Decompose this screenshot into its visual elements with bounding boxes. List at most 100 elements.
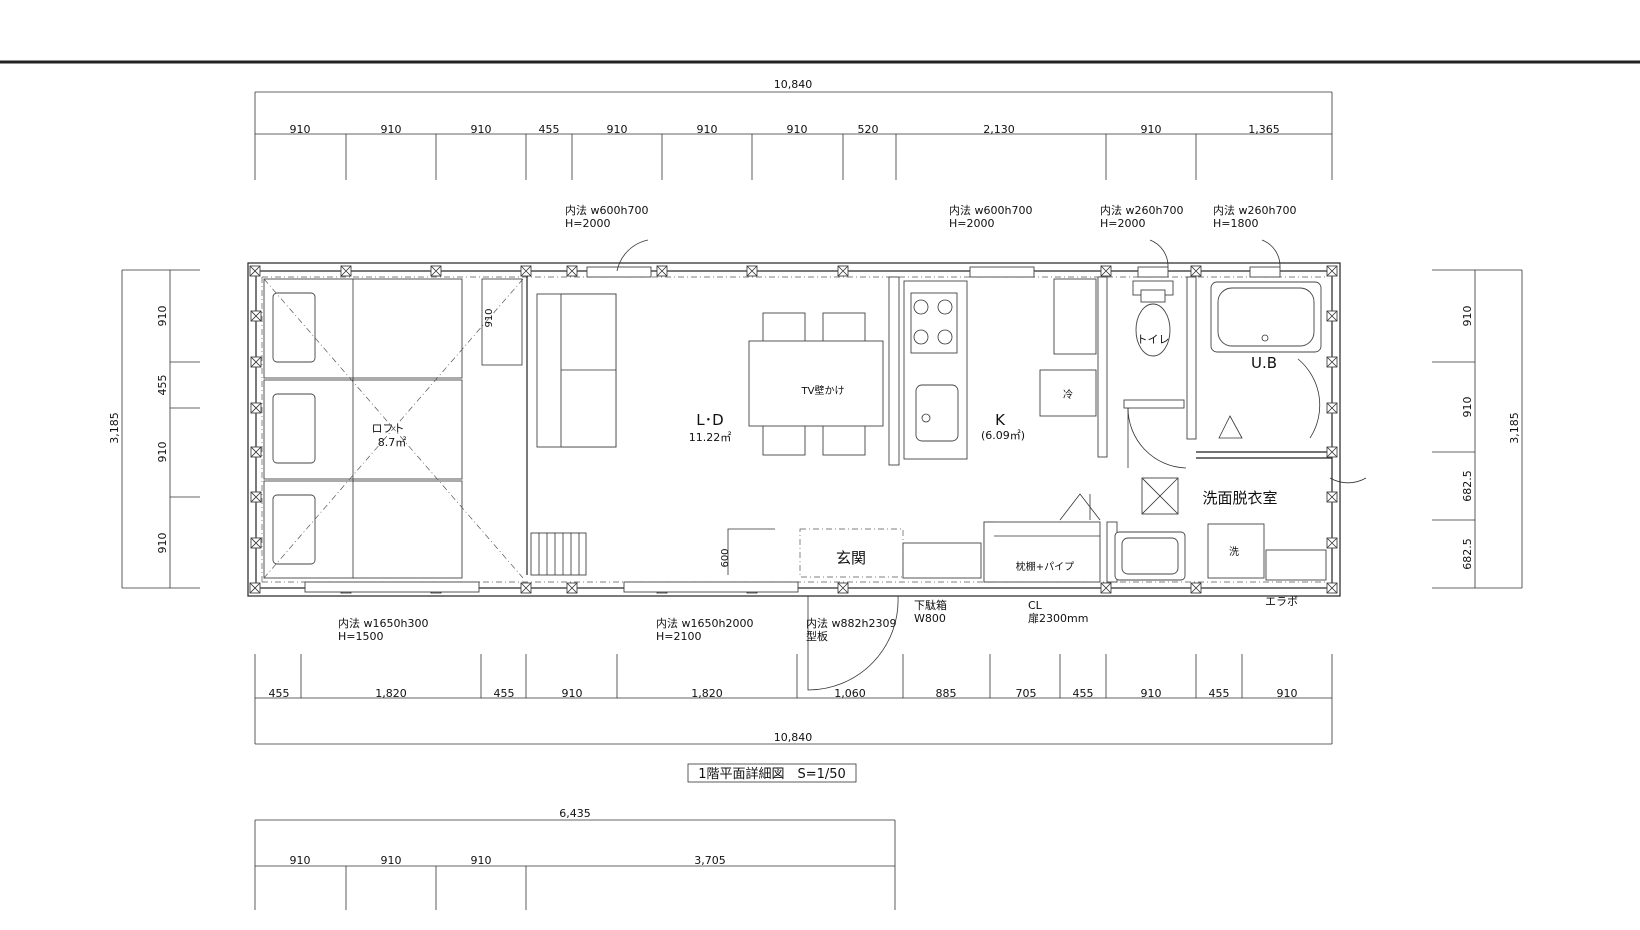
wall-post-cross bbox=[1326, 582, 1338, 594]
bottom-dim-6: 1,060 bbox=[834, 687, 866, 700]
top-dim-3: 910 bbox=[471, 123, 492, 136]
window-note-5b: H=1500 bbox=[338, 630, 383, 643]
wall-post-cross bbox=[837, 265, 849, 277]
washroom: 洗面脱衣室 洗 bbox=[1114, 477, 1367, 581]
right-dim-2: 910 bbox=[1461, 397, 1474, 418]
loft-910-label: 910 bbox=[484, 308, 495, 327]
room-ld-area: 11.22㎡ bbox=[689, 431, 732, 444]
windows-bottom bbox=[304, 581, 799, 593]
wall-post-cross bbox=[430, 265, 442, 277]
bottom-dim-3: 455 bbox=[494, 687, 515, 700]
wall-post-cross bbox=[520, 265, 532, 277]
room-k-name: K bbox=[995, 411, 1006, 429]
wall-post-cross bbox=[1326, 310, 1338, 322]
second-floor-dim-1: 910 bbox=[290, 854, 311, 867]
window-note-6a: 内法 w1650h2000 bbox=[656, 616, 753, 630]
wall-post-cross bbox=[1190, 582, 1202, 594]
wall-post-cross bbox=[1190, 265, 1202, 277]
second-floor-dimensions: 6,435 910 910 910 3,705 bbox=[254, 807, 896, 910]
entrance: 玄関 bbox=[799, 528, 982, 691]
bottom-dimensions: 10,840 455 1,820 455 910 1,820 1,060 885… bbox=[254, 654, 1333, 745]
wall-post-cross bbox=[1326, 265, 1338, 277]
wall-post-cross bbox=[249, 265, 261, 277]
cl-door-label: 扉2300mm bbox=[1028, 612, 1088, 625]
wall-post-cross bbox=[250, 356, 262, 368]
top-dim-2: 910 bbox=[381, 123, 402, 136]
top-dim-5: 910 bbox=[607, 123, 628, 136]
top-overall-dim: 10,840 bbox=[774, 78, 813, 91]
left-dim-3: 910 bbox=[156, 442, 169, 463]
annotations: 内法 w600h700 H=2000 内法 w600h700 H=2000 内法… bbox=[338, 203, 1298, 643]
erabo-label: エラボ bbox=[1265, 595, 1298, 608]
bottom-dim-8: 705 bbox=[1016, 687, 1037, 700]
drawing-caption: 1階平面詳細図 S=1/50 bbox=[687, 763, 857, 783]
wall-post-cross bbox=[837, 582, 849, 594]
second-floor-dim-4: 3,705 bbox=[694, 854, 726, 867]
top-dim-7: 910 bbox=[787, 123, 808, 136]
room-ld-name: L･D bbox=[696, 411, 723, 429]
washer-label: 洗 bbox=[1229, 546, 1239, 558]
window-note-2a: 内法 w600h700 bbox=[949, 203, 1032, 217]
bottom-dim-1: 455 bbox=[269, 687, 290, 700]
wall-post-cross bbox=[1326, 402, 1338, 414]
window-note-2b: H=2000 bbox=[949, 217, 994, 230]
window-note-3b: H=2000 bbox=[1100, 217, 1145, 230]
bottom-dim-7: 885 bbox=[936, 687, 957, 700]
wall-post-cross bbox=[1100, 265, 1112, 277]
top-dim-6: 910 bbox=[697, 123, 718, 136]
right-dim-1: 910 bbox=[1461, 306, 1474, 327]
wall-post-cross bbox=[250, 537, 262, 549]
room-loft-name: ロフト bbox=[372, 422, 405, 435]
wall-post-cross bbox=[250, 310, 262, 322]
room-entrance: 玄関 bbox=[836, 549, 866, 567]
bottom-dim-10: 910 bbox=[1141, 687, 1162, 700]
window-note-1a: 内法 w600h700 bbox=[565, 203, 648, 217]
shoe-box-label: 下駄箱 bbox=[914, 598, 947, 612]
windows-top bbox=[586, 239, 1281, 278]
window-note-3a: 内法 w260h700 bbox=[1100, 203, 1183, 217]
second-floor-dim-2: 910 bbox=[381, 854, 402, 867]
bottom-overall-dim: 10,840 bbox=[774, 731, 813, 744]
loft-area: 910 ロフト 8.7㎡ bbox=[263, 278, 524, 579]
wall-post-cross bbox=[250, 402, 262, 414]
window-note-4a: 内法 w260h700 bbox=[1213, 203, 1296, 217]
room-toilet: トイレ bbox=[1137, 333, 1170, 346]
wall-post-cross bbox=[1100, 582, 1112, 594]
living-dining: TV壁かけ L･D 11.22㎡ 600 bbox=[530, 293, 884, 576]
cl-label: CL bbox=[1028, 599, 1043, 612]
wall-post-cross bbox=[249, 582, 261, 594]
left-overall-dim: 3,185 bbox=[108, 412, 121, 444]
room-washroom: 洗面脱衣室 bbox=[1202, 489, 1277, 507]
wall-post-cross bbox=[1326, 356, 1338, 368]
left-dimensions: 3,185 910 455 910 910 bbox=[108, 269, 200, 589]
window-note-4b: H=1800 bbox=[1213, 217, 1258, 230]
left-dim-2: 455 bbox=[156, 375, 169, 396]
wall-post-cross bbox=[250, 446, 262, 458]
shelf-label: 枕棚+パイプ bbox=[1016, 560, 1074, 573]
wall-post-cross bbox=[340, 265, 352, 277]
top-dim-9: 2,130 bbox=[983, 123, 1015, 136]
window-note-7b: 型板 bbox=[806, 629, 828, 643]
top-dim-8: 520 bbox=[858, 123, 879, 136]
bottom-dim-2: 1,820 bbox=[375, 687, 407, 700]
fridge-label: 冷 bbox=[1063, 388, 1073, 401]
bottom-dim-9: 455 bbox=[1073, 687, 1094, 700]
wall-post-cross bbox=[656, 265, 668, 277]
right-dimensions: 3,185 910 910 682.5 682.5 bbox=[1432, 269, 1523, 589]
window-note-5a: 内法 w1650h300 bbox=[338, 616, 428, 630]
second-floor-dim-3: 910 bbox=[471, 854, 492, 867]
top-dim-4: 455 bbox=[539, 123, 560, 136]
window-note-6b: H=2100 bbox=[656, 630, 701, 643]
top-dim-1: 910 bbox=[290, 123, 311, 136]
stair-600-label: 600 bbox=[720, 548, 731, 567]
left-dim-1: 910 bbox=[156, 306, 169, 327]
right-overall-dim: 3,185 bbox=[1508, 412, 1521, 444]
top-dim-10: 910 bbox=[1141, 123, 1162, 136]
right-dim-3: 682.5 bbox=[1461, 470, 1474, 502]
closet: 枕棚+パイプ bbox=[983, 493, 1101, 583]
tv-label: TV壁かけ bbox=[801, 384, 845, 397]
wall-post-cross bbox=[1326, 537, 1338, 549]
window-note-7a: 内法 w882h2309 bbox=[806, 616, 896, 630]
window-note-1b: H=2000 bbox=[565, 217, 610, 230]
